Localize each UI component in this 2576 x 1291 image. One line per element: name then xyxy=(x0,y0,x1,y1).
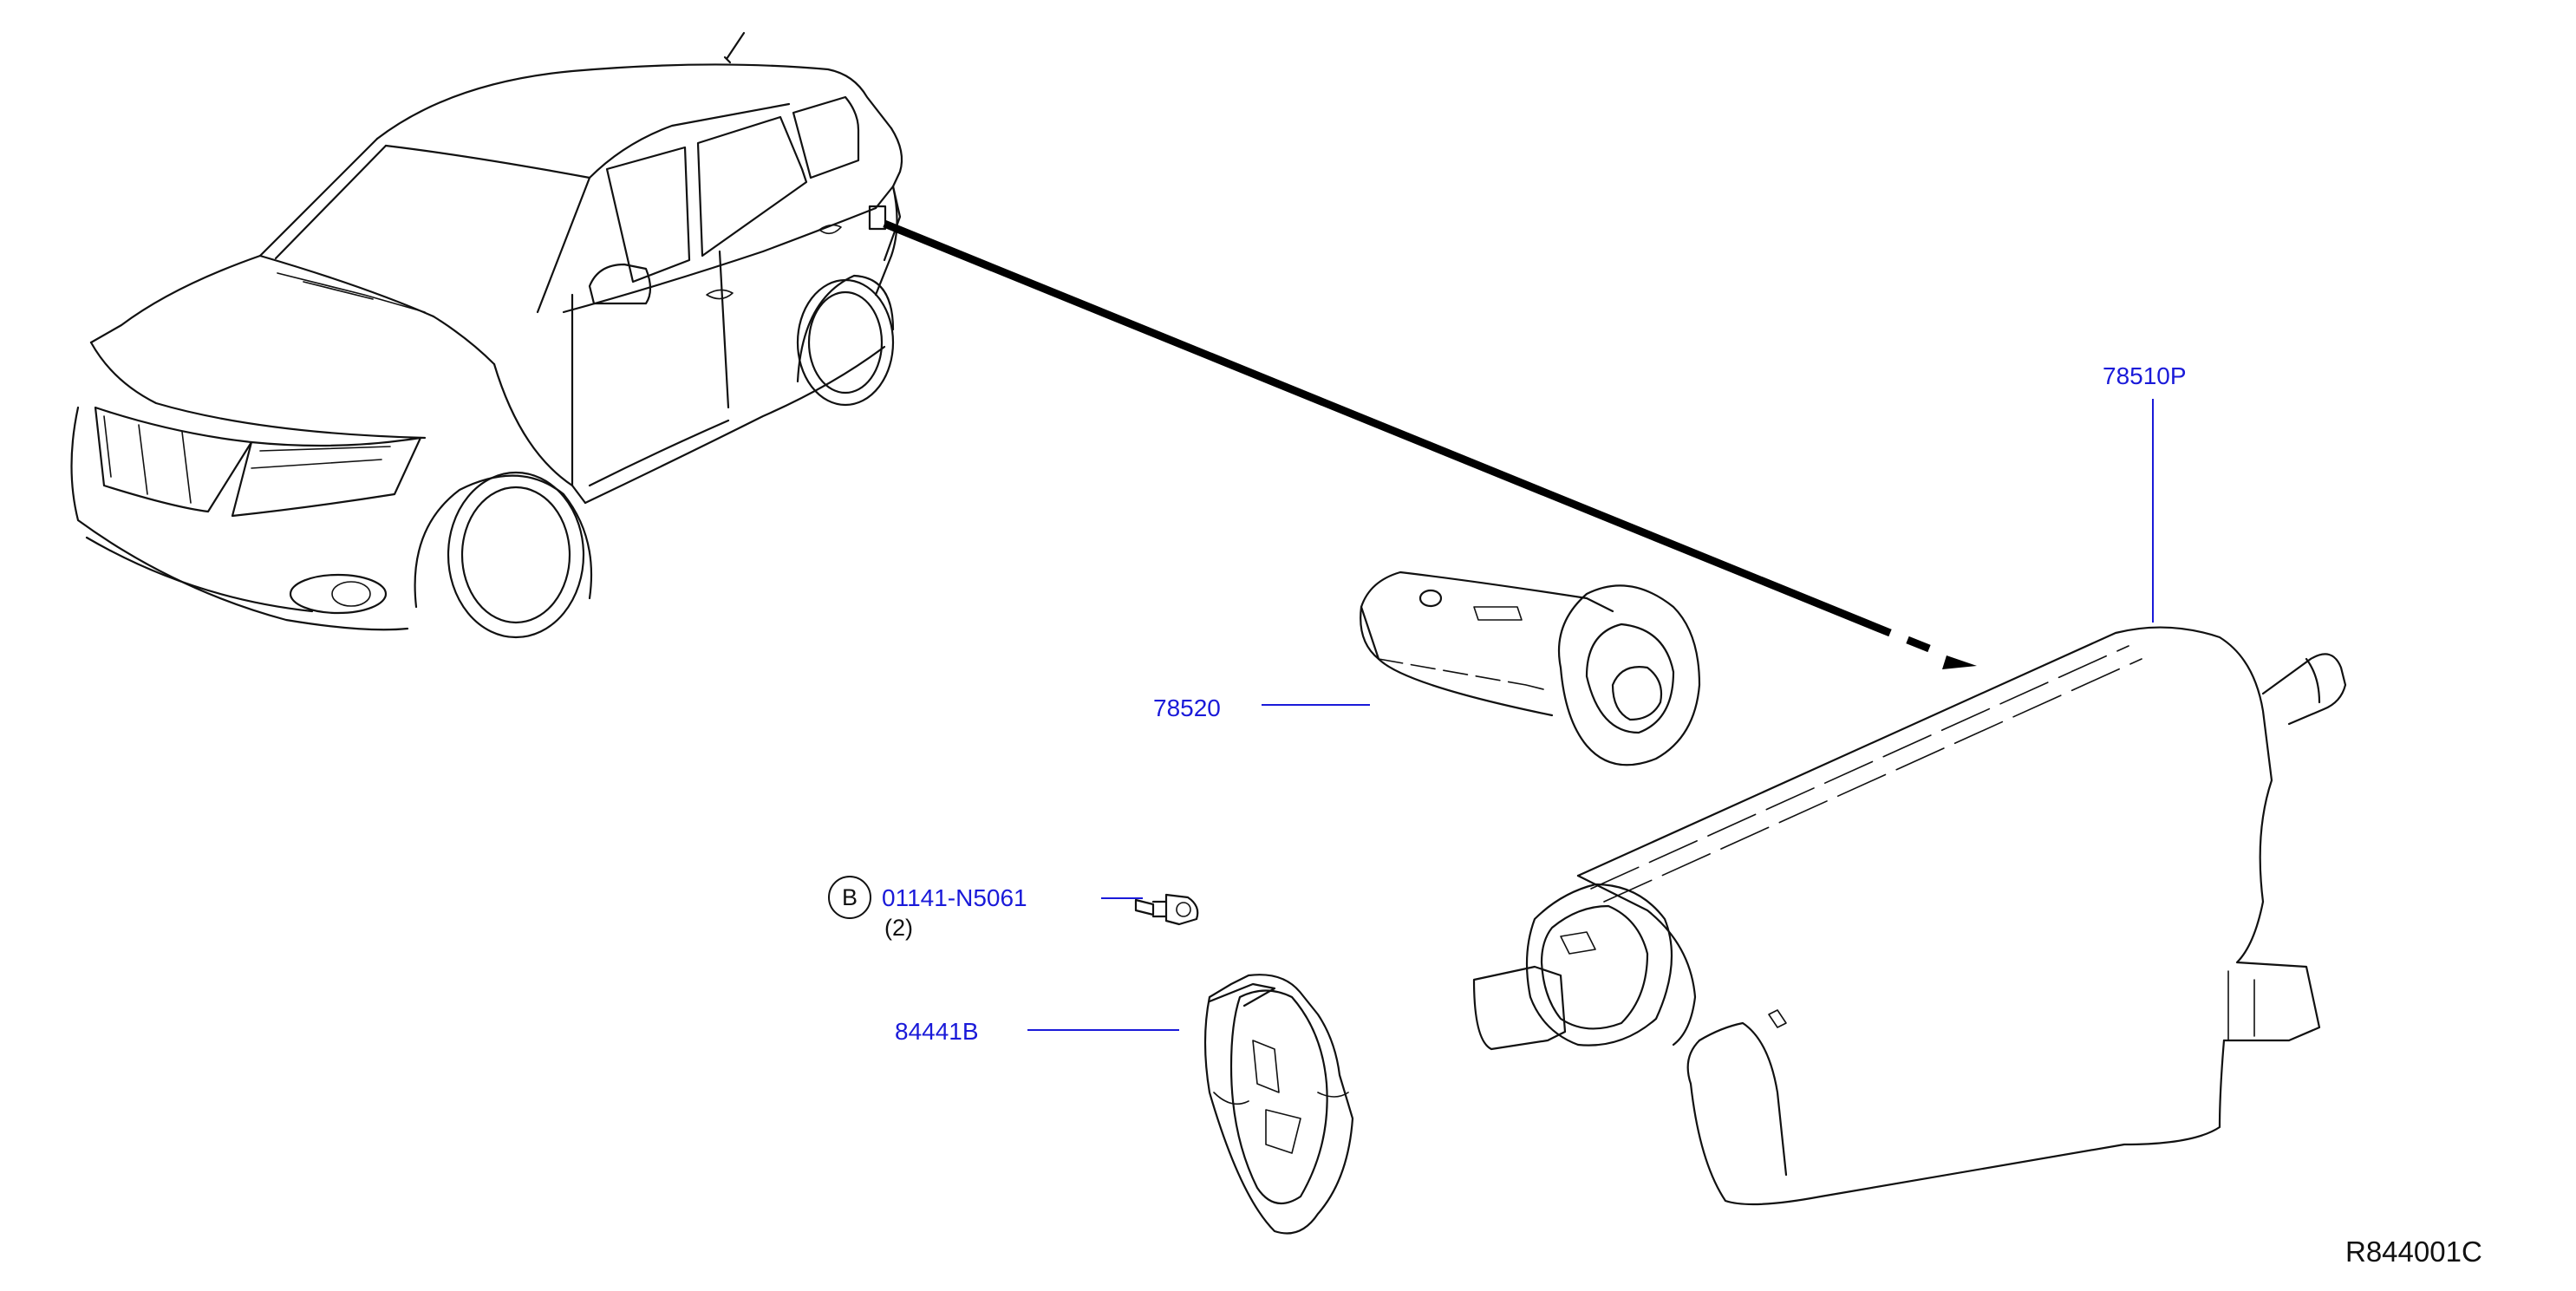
fastener-marker-letter: B xyxy=(841,883,858,910)
diagram-code: R844001C xyxy=(2345,1236,2482,1268)
part-number-label[interactable]: 01141-N5061 xyxy=(882,884,1027,911)
quantity-label: (2) xyxy=(884,915,913,941)
part-number-label[interactable]: 78520 xyxy=(1153,694,1221,721)
part-number-label[interactable]: 84441B xyxy=(895,1018,979,1045)
location-arrow xyxy=(883,219,1977,669)
fastener-marker: B xyxy=(828,876,871,919)
lamp-part xyxy=(1472,626,2347,1206)
base-part xyxy=(1203,974,1354,1235)
part-number-label[interactable]: 78510P xyxy=(2103,362,2187,389)
switch-part xyxy=(1360,571,1701,766)
vehicle-illustration xyxy=(70,31,903,639)
bolt-part xyxy=(1134,893,1199,926)
